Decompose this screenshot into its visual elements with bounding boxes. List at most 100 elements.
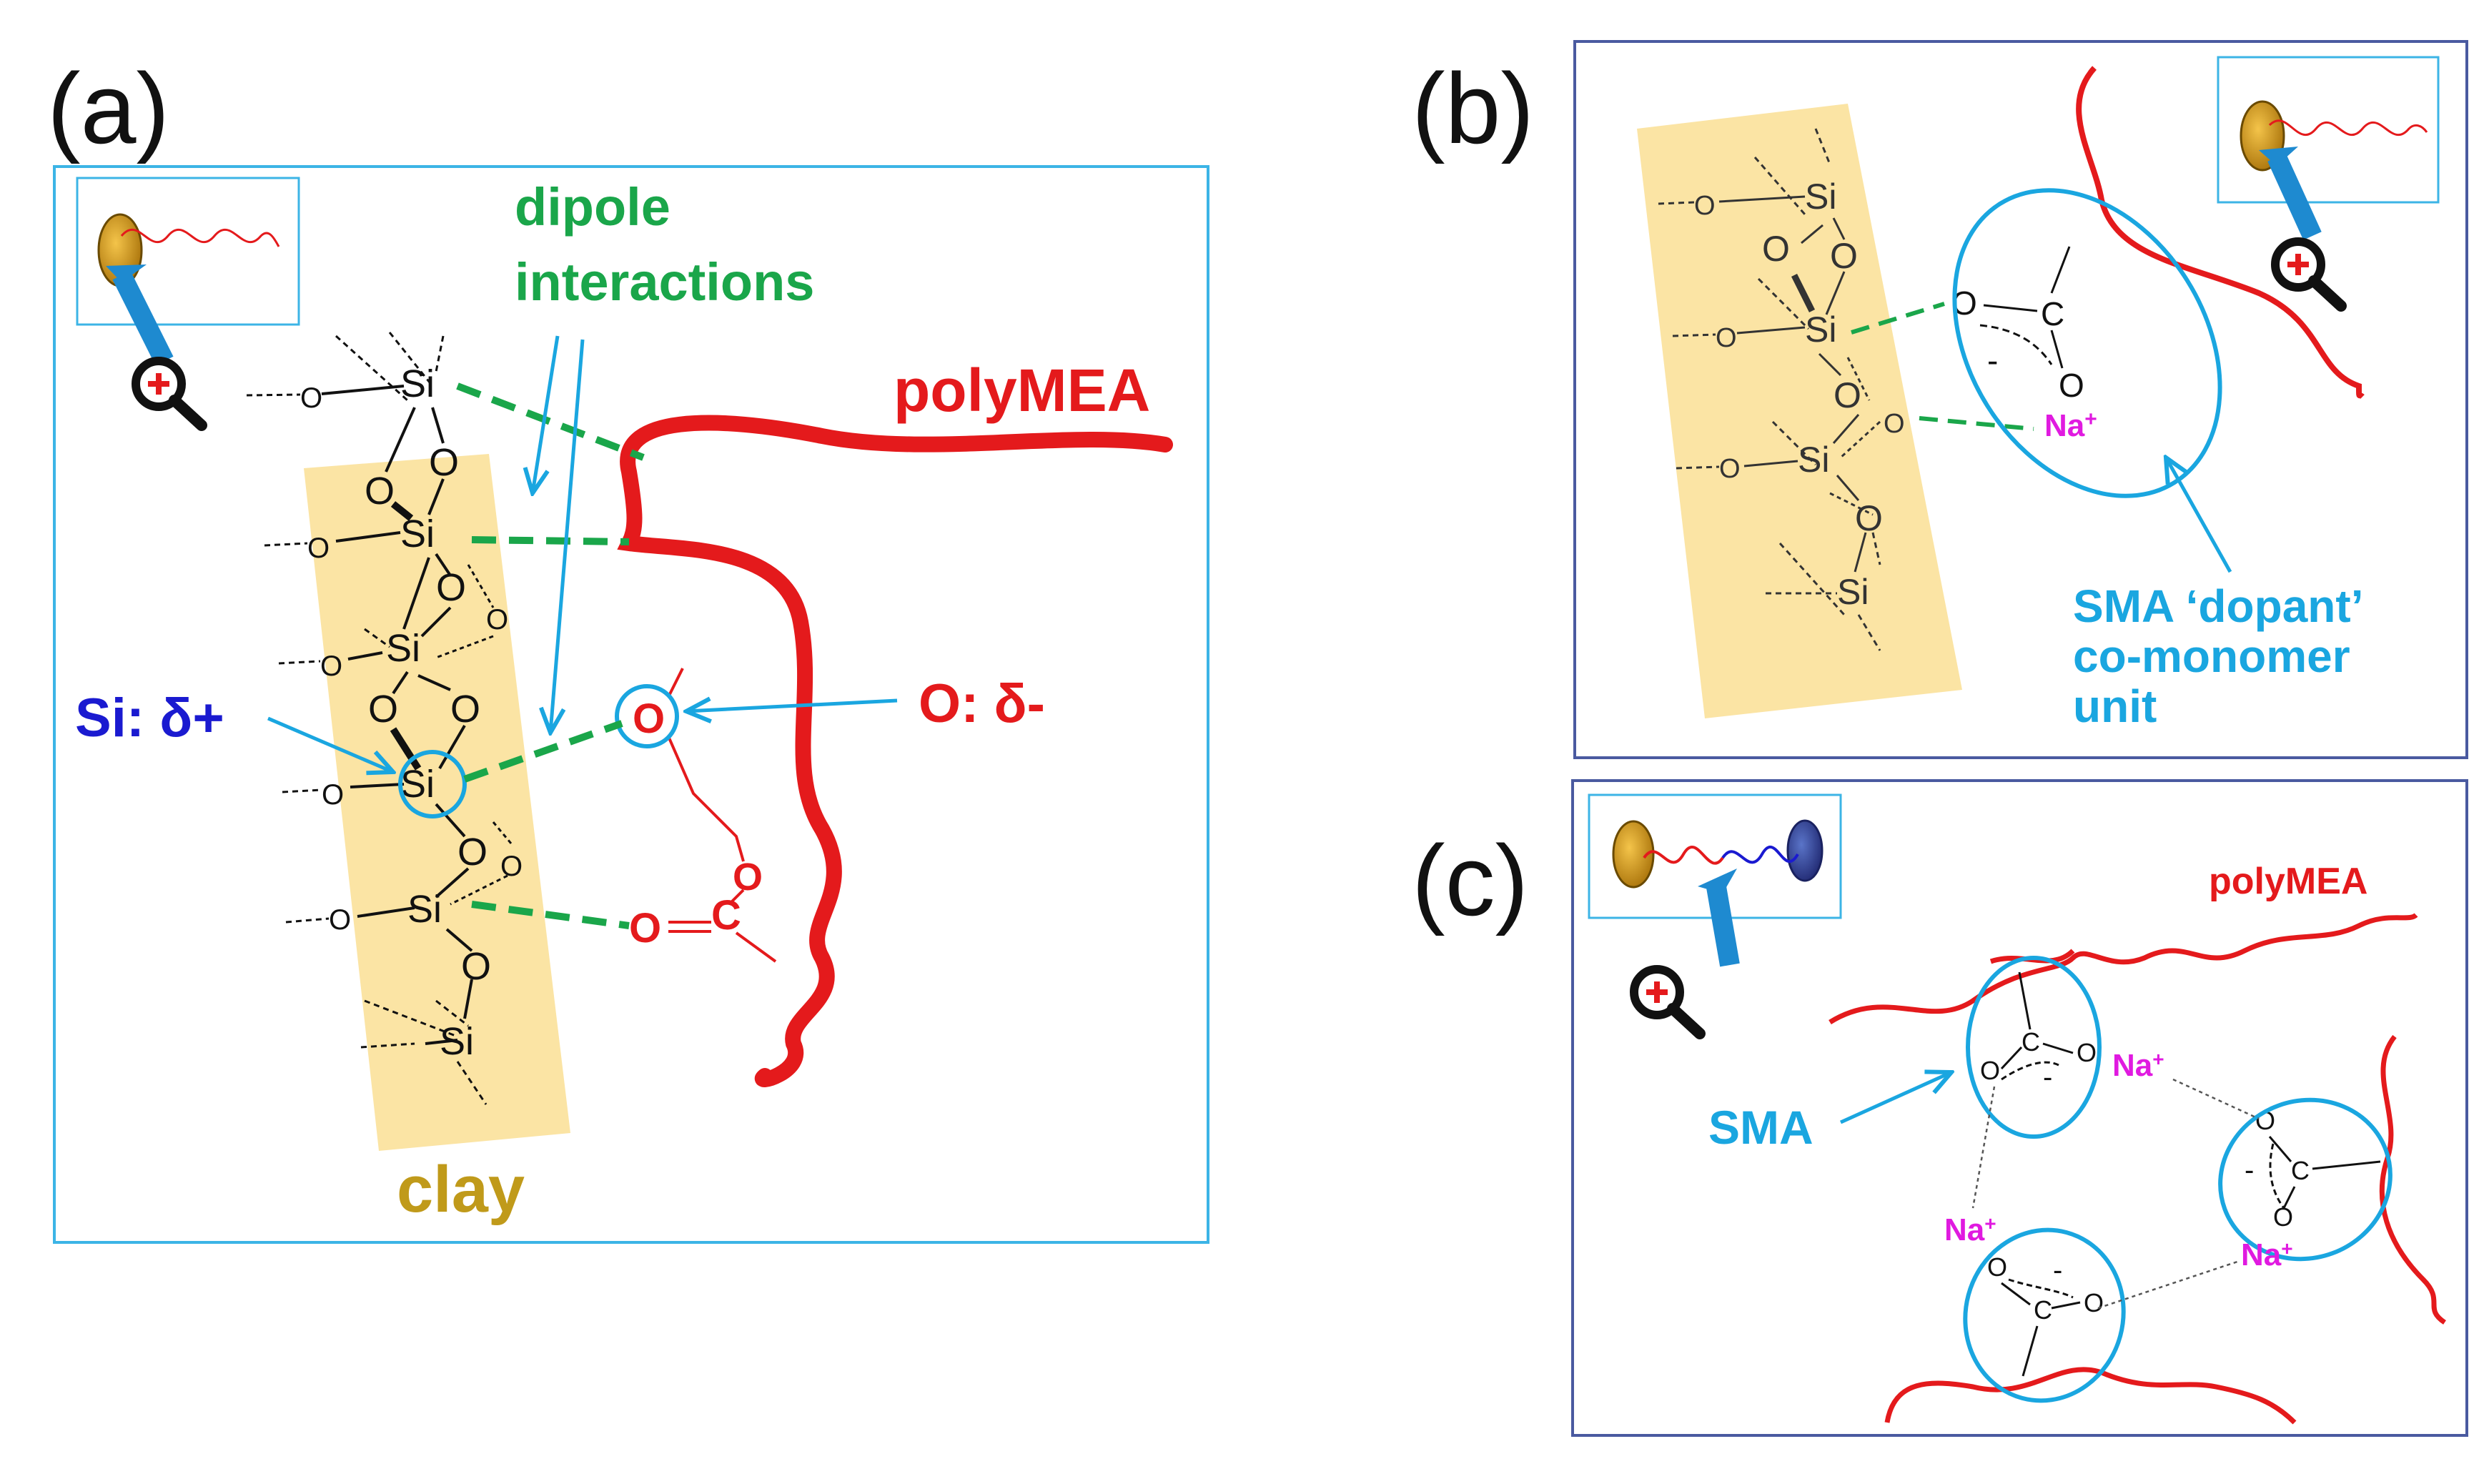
si-highlight-circle [398,750,467,818]
svg-text:Si: Si [1805,310,1836,350]
ester-oxygen: O [733,856,763,899]
zoom-arrow-icon [1706,881,1740,967]
svg-text:O: O [1855,498,1883,538]
svg-text:O: O [368,688,398,731]
atoms-b: O Si O O O Si O O O Si O Si [1694,177,1905,612]
sma-label-line2: co-monomer [2073,630,2350,682]
svg-text:O: O [436,566,466,609]
si-charge-arrow [267,716,393,772]
inset-icon-a [76,177,300,431]
svg-text:C: C [2022,1027,2040,1057]
sodium-ion-b: Na+ [2044,407,2097,443]
sodium-ion-c2: Na+ [1944,1212,1996,1247]
svg-text:-: - [2053,1255,2062,1286]
clay-label: clay [397,1153,525,1226]
svg-text:O: O [1884,409,1905,439]
panel-c-label: (c) [1412,824,1528,936]
carboxylate-3-c: O C O - [1987,1252,2104,1377]
panel-c-frame [1571,779,2468,1437]
polymea-chain-b [2076,66,2365,400]
sma-label-c: SMA [1708,1101,1813,1154]
o-highlight-circle [615,684,679,748]
magnifier-plus-icon [2271,237,2347,312]
svg-text:Si: Si [1805,177,1836,217]
svg-text:Si: Si [386,627,420,670]
nanoparticle-chain-icon [1643,846,1724,865]
dipole-dashes [456,382,645,929]
zoom-arrow-icon [2267,153,2322,240]
polymea-label-a: polyMEA [894,357,1150,424]
svg-text:O: O [307,533,330,564]
svg-text:O: O [486,604,508,635]
zoom-arrow-icon [112,270,174,366]
svg-text:Si: Si [400,362,435,405]
panel-a: (a) clay [47,52,1209,1244]
svg-text:Si: Si [440,1020,474,1063]
svg-text:O: O [2084,1288,2104,1317]
ionic-links-c [1971,1078,2260,1310]
svg-text:O: O [450,688,480,731]
svg-text:Si: Si [407,888,442,931]
svg-text:O: O [1834,375,1861,415]
sodium-ion-c1: Na+ [2112,1048,2164,1083]
panel-c: (c) polyMEA C O O - O [1412,779,2468,1437]
svg-text:O: O [457,831,488,874]
sma-arrow-c [1839,1072,1951,1124]
sma-arrow-b [2166,457,2232,573]
svg-text:O: O [365,470,395,513]
sma-ellipse-1 [1966,956,2102,1139]
svg-text:O: O [1762,229,1790,269]
svg-text:-: - [2043,1062,2052,1093]
carbonyl-oxygen: O [629,905,661,951]
dipole-dashes-b [1851,302,2034,431]
svg-text:O: O [300,382,322,414]
ether-oxygen: O [633,696,665,742]
panel-b: (b) [1412,40,2468,759]
silicate-backbone-a [246,332,513,1105]
svg-text:O: O [1830,236,1858,276]
svg-text:O: O [322,779,344,811]
panel-b-label: (b) [1412,52,1534,164]
polymer-chain-icon [2268,119,2428,136]
svg-text:O: O [2077,1038,2097,1067]
dipole-arrows [533,335,585,733]
polymea-label-c: polyMEA [2209,861,2367,902]
svg-text:O: O [1719,454,1741,484]
carboxylate-1-c: C O O - [1980,971,2097,1093]
svg-text:C: C [2291,1156,2310,1185]
svg-text:Si: Si [400,763,435,806]
carboxylate-2-c: O C O - [2245,1106,2381,1232]
ester-sidechain [667,668,777,963]
sma-label-line1: SMA ‘dopant’ [2073,580,2363,632]
carbonyl-carbon: C [711,892,741,939]
clay-slab [304,454,570,1151]
svg-text:O: O [320,651,342,682]
svg-text:C: C [2034,1295,2052,1325]
polymea-chain-a [617,415,1173,1087]
svg-text:O: O [329,904,351,936]
svg-text:C: C [2041,295,2064,332]
dipole-label-line1: dipole [515,177,671,237]
svg-text:O: O [461,945,491,988]
si-charge-label: Si: δ+ [75,688,224,748]
inset-icon-c [1588,793,1842,1039]
sma-label-line3: unit [2073,681,2157,732]
navy-particle-icon [1786,819,1824,882]
silicate-backbone-b [1658,128,1881,651]
sma-ellipse-3 [1963,1227,2126,1403]
inset-icon-b [2217,56,2440,312]
sma-ellipse-2 [2218,1097,2392,1262]
gold-particle-icon [1612,820,1655,889]
svg-text:O: O [2059,367,2084,404]
svg-text:O: O [1716,323,1737,353]
dipole-label-line2: interactions [515,252,814,312]
panel-a-label: (a) [47,52,169,164]
o-charge-label: O: δ- [919,673,1045,734]
clay-slab-b [1637,104,1962,718]
svg-text:O: O [500,851,523,882]
svg-text:Si: Si [400,513,435,555]
svg-text:O: O [1980,1056,2000,1085]
polymea-chains-c [1829,913,2447,1425]
svg-text:Si: Si [1798,440,1829,480]
